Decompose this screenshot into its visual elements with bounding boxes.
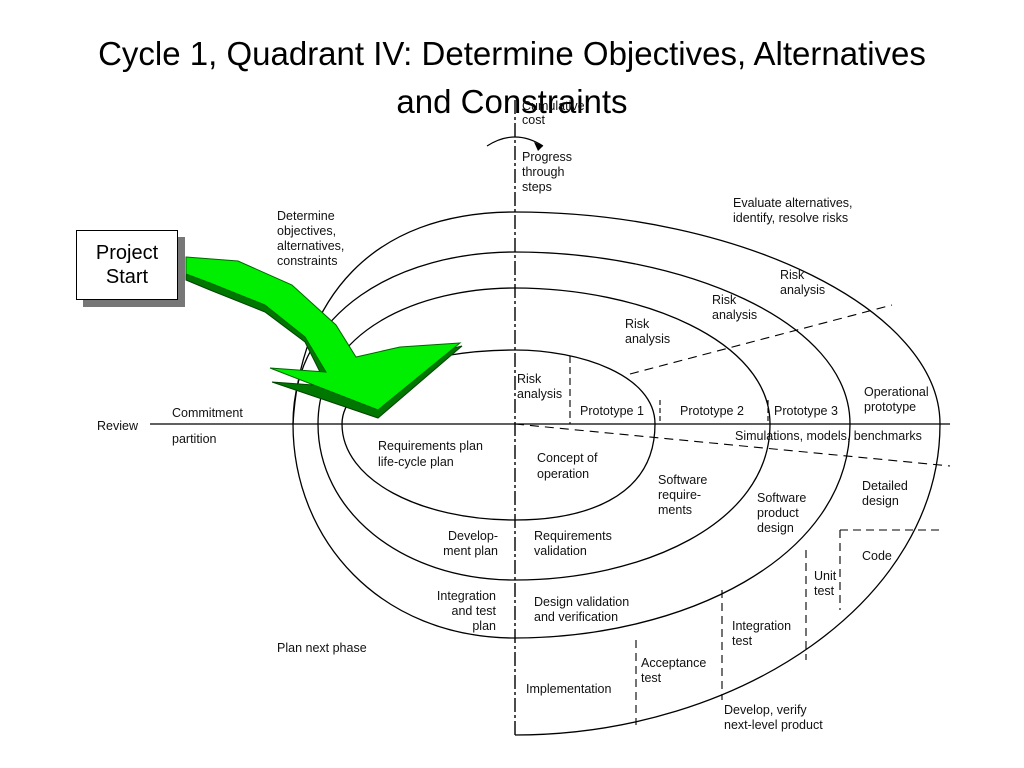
project-start-line-1: Project xyxy=(95,242,159,264)
project-start-arrow xyxy=(185,256,463,419)
cost-rotation-arrow xyxy=(486,136,544,147)
development-plan-label: Develop-ment plan xyxy=(443,529,498,558)
prototype-1-label: Prototype 1 xyxy=(580,404,644,418)
partition-label: partition xyxy=(172,432,217,446)
risk-divider xyxy=(629,304,893,375)
sim-divider xyxy=(514,423,951,467)
arrow-body xyxy=(185,256,462,411)
title-line-1: Cycle 1, Quadrant IV: Determine Objectiv… xyxy=(98,35,926,72)
simulations-label: Simulations, models, benchmarks xyxy=(735,429,922,443)
title-line-2: and Constraints xyxy=(396,83,628,120)
evaluate-label: Evaluate alternatives,identify, resolve … xyxy=(733,196,853,225)
spiral-loop-4 xyxy=(514,211,941,736)
spiral-loop-3 xyxy=(292,251,851,639)
prototype-2-label: Prototype 2 xyxy=(680,404,744,418)
project-start-line-2: Start xyxy=(105,266,149,288)
prototype-3-label: Prototype 3 xyxy=(774,404,838,418)
commitment-label: Commitment xyxy=(172,406,243,420)
plan-next-phase-label: Plan next phase xyxy=(277,641,367,655)
project-start-box: Project Start xyxy=(76,230,178,300)
cost-rotation-arrowhead xyxy=(534,142,543,151)
implementation-label: Implementation xyxy=(526,682,612,696)
review-label: Review xyxy=(97,419,139,433)
slide-title: Cycle 1, Quadrant IV: Determine Objectiv… xyxy=(30,30,994,126)
code-label: Code xyxy=(862,549,892,563)
